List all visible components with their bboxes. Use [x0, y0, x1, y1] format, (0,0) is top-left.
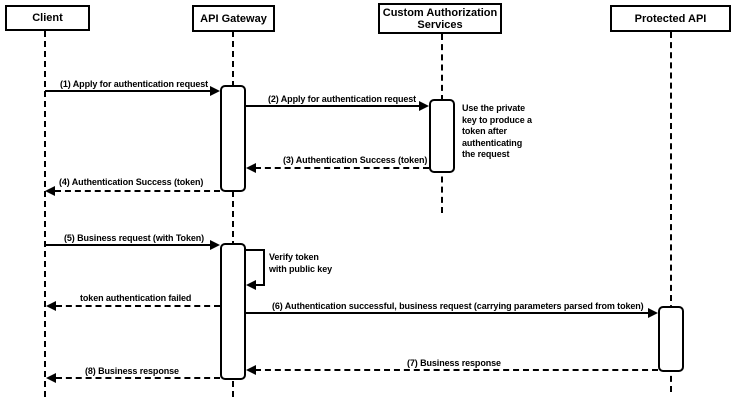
message-5-arrowhead-icon: [210, 240, 220, 250]
message-7-label: (7) Business response: [407, 358, 501, 368]
message-2-line: [246, 105, 420, 107]
participant-protected-api: Protected API: [610, 5, 731, 32]
activation-custom-authorization-services: [429, 99, 455, 173]
message-7-line: [255, 369, 658, 371]
participant-api-gateway: API Gateway: [192, 5, 275, 32]
message-8-label: (8) Business response: [85, 366, 179, 376]
message-7-arrowhead-icon: [246, 365, 256, 375]
message-3-arrowhead-icon: [246, 163, 256, 173]
message-8-line: [56, 377, 220, 379]
message-1-label: (1) Apply for authentication request: [60, 79, 209, 89]
self-message-right-line: [263, 249, 265, 285]
lifeline-protected-api: [670, 32, 672, 392]
lifeline-client: [44, 31, 46, 397]
message-6-arrowhead-icon: [648, 308, 658, 318]
self-message-label: Verify token with public key: [269, 252, 333, 274]
message-6-label: (6) Authentication successful, business …: [272, 301, 644, 311]
message-token-failed-arrowhead-icon: [46, 301, 56, 311]
participant-custom-authorization-services-label: Custom Authorization Services: [382, 6, 498, 31]
message-8-arrowhead-icon: [46, 373, 56, 383]
participant-api-gateway-label: API Gateway: [200, 12, 267, 25]
self-message-bottom-line: [255, 284, 265, 286]
message-token-failed-line: [56, 305, 220, 307]
self-message-top-line: [246, 249, 265, 251]
message-1-arrowhead-icon: [210, 86, 220, 96]
message-6-line: [246, 312, 649, 314]
message-2-arrowhead-icon: [419, 101, 429, 111]
message-3-line: [255, 167, 429, 169]
message-4-line: [55, 190, 220, 192]
message-5-line: [45, 244, 212, 246]
lifeline-api-gateway: [232, 31, 234, 397]
message-token-failed-label: token authentication failed: [80, 293, 192, 303]
message-3-label: (3) Authentication Success (token): [283, 155, 428, 165]
participant-client: Client: [5, 5, 90, 31]
message-1-line: [45, 90, 212, 92]
message-2-label: (2) Apply for authentication request: [268, 94, 417, 104]
activation-protected-api: [658, 306, 684, 372]
note-private-key: Use the private key to produce a token a…: [462, 103, 532, 159]
message-4-arrowhead-icon: [45, 186, 55, 196]
message-4-label: (4) Authentication Success (token): [59, 177, 204, 187]
participant-custom-authorization-services: Custom Authorization Services: [378, 3, 502, 34]
activation-api-gateway-business: [220, 243, 246, 380]
participant-client-label: Client: [32, 12, 63, 24]
message-5-label: (5) Business request (with Token): [64, 233, 205, 243]
participant-protected-api-label: Protected API: [634, 12, 707, 25]
activation-api-gateway-auth: [220, 85, 246, 192]
self-message-arrowhead-icon: [246, 280, 256, 290]
